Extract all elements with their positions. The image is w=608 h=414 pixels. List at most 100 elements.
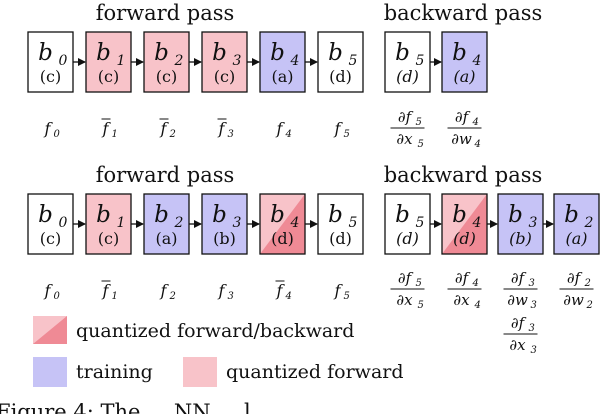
block-label: b xyxy=(96,202,111,228)
block-index: 2 xyxy=(174,53,184,69)
block-label: b xyxy=(212,202,227,228)
block-label: b xyxy=(38,40,53,66)
block-border xyxy=(553,193,600,255)
block-tag: (a) xyxy=(565,229,587,248)
block-tag: (d) xyxy=(271,229,294,248)
gradient-denominator-index: 2 xyxy=(586,300,593,311)
top-forward-pass-title: forward pass xyxy=(96,1,235,25)
function-name: f xyxy=(160,281,170,300)
block-label: b xyxy=(96,40,111,66)
function-name: f xyxy=(102,281,112,300)
block-index: 2 xyxy=(584,215,594,231)
gradient-denominator: ∂w xyxy=(507,291,528,309)
function-name: f xyxy=(218,119,228,138)
block-index: 3 xyxy=(233,215,242,231)
block-index: 5 xyxy=(416,215,425,231)
block-label: b xyxy=(270,202,285,228)
block-tag: (d) xyxy=(396,67,419,86)
gradient-denominator-index: 4 xyxy=(474,139,481,150)
gradient-numerator: ∂f xyxy=(511,269,527,287)
gradient-numerator-index: 5 xyxy=(416,117,422,128)
gradient-numerator: ∂f xyxy=(455,269,471,287)
block-tag: (d) xyxy=(329,229,352,248)
block-tag: (d) xyxy=(329,67,352,86)
gradient-denominator: ∂x xyxy=(453,291,470,309)
gradient-numerator-index: 4 xyxy=(472,278,479,289)
block-tag: (b) xyxy=(213,229,236,248)
block-index: 1 xyxy=(117,215,126,231)
block-index: 0 xyxy=(59,215,68,231)
block-tag: (d) xyxy=(453,229,476,248)
function-index: 0 xyxy=(54,129,61,140)
function-index: 2 xyxy=(169,129,176,140)
block-tag: (c) xyxy=(98,229,119,248)
gradient-denominator: ∂x xyxy=(509,336,526,354)
block-label: b xyxy=(38,202,53,228)
top-backward-pass-title: backward pass xyxy=(384,1,543,25)
gradient-numerator-index: 5 xyxy=(416,278,422,289)
function-index: 3 xyxy=(228,129,234,140)
legend-swatch-training xyxy=(33,357,67,387)
gradient-denominator-index: 3 xyxy=(531,300,537,311)
function-index: 4 xyxy=(285,291,292,302)
gradient-numerator: ∂f xyxy=(455,108,471,126)
block-index: 4 xyxy=(472,53,482,69)
gradient-numerator: ∂f xyxy=(511,314,527,332)
function-name: f xyxy=(160,119,170,138)
block-label: b xyxy=(154,40,169,66)
block-index: 4 xyxy=(290,215,300,231)
function-name: f xyxy=(102,119,112,138)
legend-label-training: training xyxy=(76,361,153,383)
gradient-denominator: ∂x xyxy=(396,130,413,148)
block-index: 3 xyxy=(529,215,538,231)
function-index: 0 xyxy=(54,291,61,302)
gradient-denominator-index: 5 xyxy=(418,300,424,311)
gradient-denominator: ∂w xyxy=(451,130,472,148)
block-border xyxy=(317,193,364,255)
block-label: b xyxy=(212,40,227,66)
block-index: 5 xyxy=(349,215,358,231)
block-label: b xyxy=(452,202,467,228)
function-name: f xyxy=(276,281,286,300)
block-index: 1 xyxy=(117,53,126,69)
block-index: 2 xyxy=(174,215,184,231)
bottom-forward-pass-title: forward pass xyxy=(96,163,235,187)
bottom-backward-pass-title: backward pass xyxy=(384,163,543,187)
function-index: 3 xyxy=(228,291,234,302)
gradient-denominator: ∂w xyxy=(563,291,584,309)
gradient-numerator-index: 3 xyxy=(529,323,535,334)
block-border xyxy=(441,31,488,93)
gradient-numerator-index: 3 xyxy=(529,278,535,289)
function-index: 1 xyxy=(112,291,118,302)
